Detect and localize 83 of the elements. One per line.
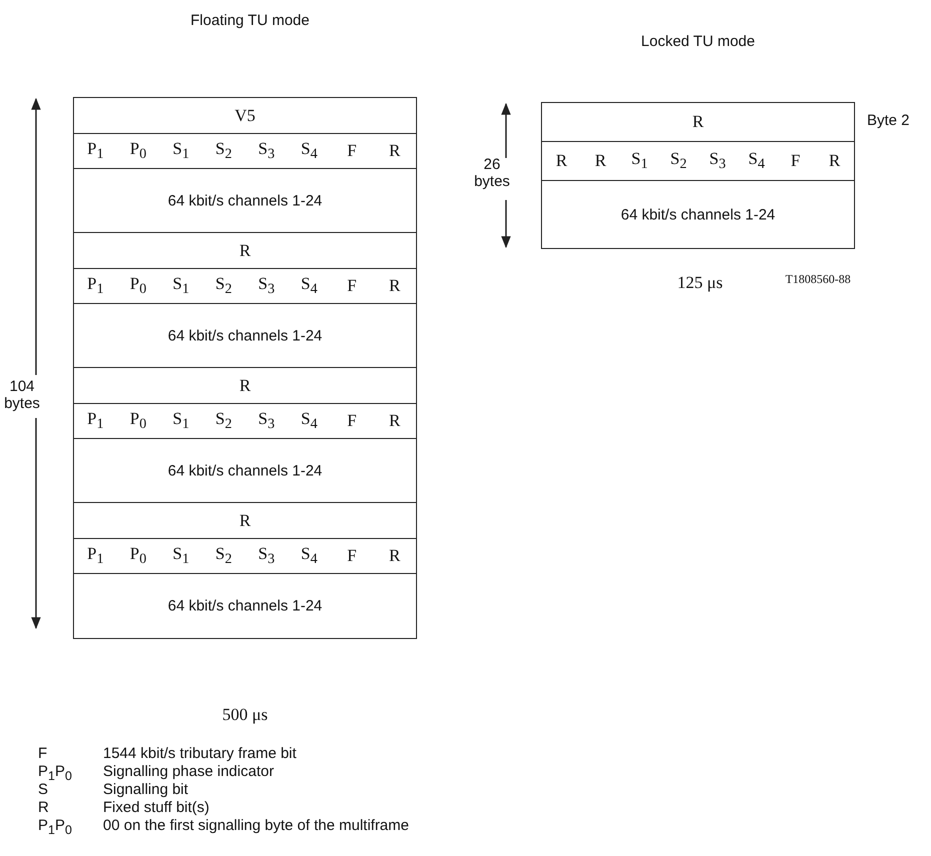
bit-label: S$_{3}$: [258, 139, 275, 164]
bit-row: [73, 403, 417, 440]
bit-row: [541, 141, 855, 182]
channel-label: 64 kbit/s channels 1-24: [168, 327, 322, 344]
channel-label: 64 kbit/s channels 1-24: [168, 462, 322, 480]
legend-description: Signalling bit: [103, 781, 188, 798]
bit-label: R: [828, 151, 840, 172]
legend-symbol: P$_{1}$P$_{0}$: [38, 763, 72, 783]
bit-label: P$_{1}$: [87, 544, 104, 568]
channel-label: 64 kbit/s channels 1-24: [168, 597, 322, 614]
bit-label: S$_{2}$: [215, 139, 232, 164]
bit-label: F: [347, 276, 357, 296]
legend-symbol: R: [38, 799, 49, 816]
bit-label: S$_{1}$: [172, 139, 190, 164]
figure-reference: T1808560-88: [785, 272, 851, 287]
legend-description: 1544 kbit/s tributary frame bit: [103, 745, 296, 762]
bit-label: S$_{2}$: [215, 409, 232, 434]
bit-label: S$_{1}$: [631, 149, 648, 174]
bit-label: S$_{1}$: [172, 409, 190, 434]
bit-label: S$_{1}$: [172, 274, 190, 298]
bit-label: S$_{2}$: [215, 544, 232, 568]
bit-label: P$_{0}$: [130, 139, 146, 164]
bit-label: P$_{0}$: [130, 409, 146, 434]
byte-label: R: [239, 376, 251, 396]
panel-heading: Floating TU mode: [190, 12, 310, 29]
bit-row: [73, 538, 417, 575]
frame-row: [541, 102, 855, 143]
byte-label: V5: [234, 106, 256, 126]
bit-label: S$_{3}$: [258, 544, 275, 568]
bit-label: R: [388, 411, 400, 432]
byte-label: R: [239, 240, 251, 261]
panel-heading: Locked TU mode: [641, 33, 755, 50]
bit-label: P$_{1}$: [87, 139, 104, 164]
dimension-label: 500 μs: [222, 705, 268, 725]
legend-description: Signalling phase indicator: [103, 763, 274, 780]
channel-row: [73, 438, 417, 504]
bit-label: R: [594, 151, 606, 172]
bit-label: S$_{4}$: [748, 149, 765, 174]
bit-label: R: [388, 141, 400, 162]
frame-row: [73, 502, 417, 540]
bit-label: R: [388, 546, 400, 566]
dimension-label: 104 bytes: [3, 378, 41, 412]
bit-label: S$_{4}$: [300, 409, 318, 434]
legend-symbol: F: [38, 745, 48, 762]
channel-row: [73, 573, 417, 639]
legend-description: Fixed stuff bit(s): [103, 799, 210, 816]
channel-label: 64 kbit/s channels 1-24: [168, 192, 322, 210]
frame-row: [73, 97, 417, 135]
legend-symbol: S: [38, 781, 48, 798]
bit-label: S$_{3}$: [258, 274, 275, 298]
bit-label: S$_{4}$: [300, 544, 318, 568]
bit-label: S$_{2}$: [670, 149, 687, 174]
bit-label: R: [556, 151, 568, 172]
bit-label: S$_{4}$: [300, 274, 318, 298]
bit-row: [73, 133, 417, 170]
bit-label: S$_{3}$: [709, 149, 726, 174]
bit-label: P$_{1}$: [87, 274, 104, 298]
bit-row: [73, 268, 417, 305]
bit-label: P$_{0}$: [130, 544, 146, 568]
bit-label: F: [347, 546, 357, 566]
bit-label: F: [347, 411, 357, 432]
frame-row: [73, 367, 417, 405]
dimension-label: 125 μs: [677, 273, 723, 293]
byte-label: R: [239, 510, 251, 531]
bit-label: F: [347, 141, 357, 162]
channel-row: [541, 180, 855, 249]
byte-number-label: Byte 2: [867, 112, 910, 129]
bit-label: P$_{1}$: [87, 409, 104, 434]
bit-label: S$_{3}$: [258, 409, 275, 434]
bit-label: S$_{4}$: [300, 139, 318, 164]
byte-label: R: [692, 112, 704, 132]
bit-label: P$_{0}$: [130, 274, 146, 298]
dimension-label: 26 bytes: [473, 156, 511, 190]
frame-row: [73, 232, 417, 270]
bit-label: S$_{1}$: [172, 544, 190, 568]
legend-description: 00 on the first signalling byte of the multiframe: [103, 817, 409, 834]
bit-label: R: [388, 276, 400, 296]
bit-label: F: [790, 151, 800, 172]
legend-symbol: P$_{1}$P$_{0}$: [38, 817, 72, 837]
channel-label: 64 kbit/s channels 1-24: [620, 206, 776, 223]
channel-row: [73, 303, 417, 369]
bit-label: S$_{2}$: [215, 274, 232, 298]
channel-row: [73, 168, 417, 234]
